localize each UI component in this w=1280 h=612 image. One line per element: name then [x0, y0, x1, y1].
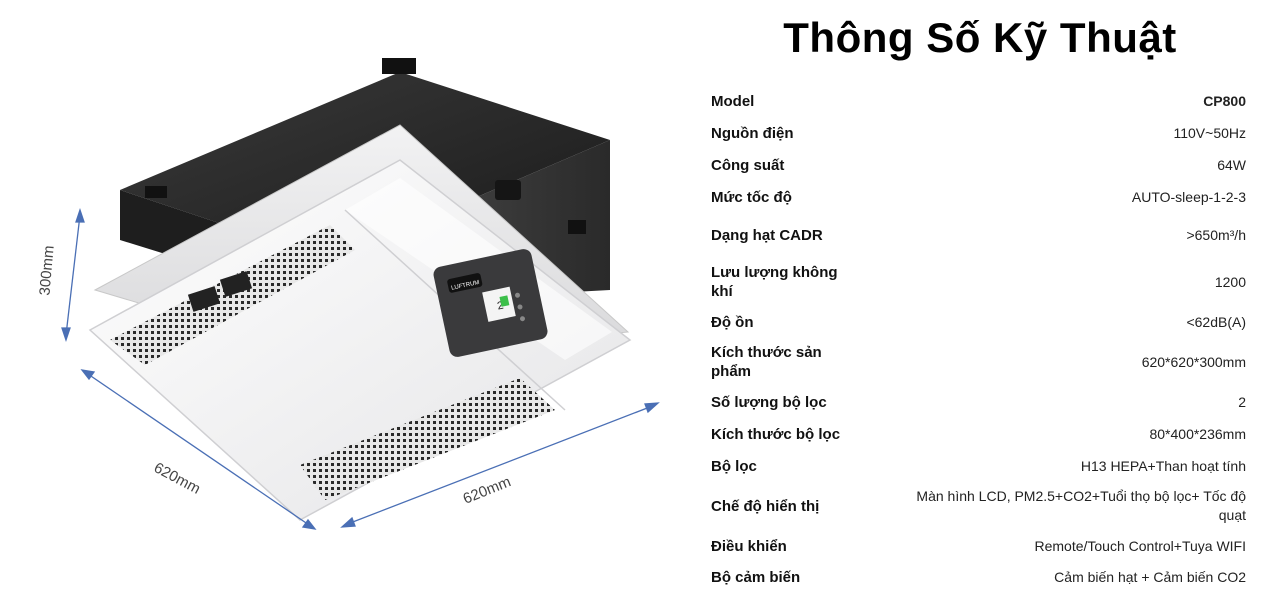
spec-value: Remote/Touch Control+Tuya WIFI — [1034, 537, 1246, 554]
spec-key: Dạng hạt CADR — [711, 226, 823, 244]
spec-panel: Thông Số Kỹ Thuật Model CP800 Nguồn điện… — [700, 0, 1260, 612]
spec-key: Model — [711, 92, 755, 110]
spec-key: Số lượng bộ lọc — [711, 393, 827, 411]
spec-row: Kích thước bộ lọc 80*400*236mm — [711, 417, 1246, 451]
spec-row: Bộ lọc H13 HEPA+Than hoạt tính — [711, 451, 1246, 481]
spec-key: Bộ lọc — [711, 457, 757, 475]
spec-key: Điều khiển — [711, 537, 787, 555]
spec-row: Bộ cảm biến Cảm biến hạt + Cảm biến CO2 — [711, 561, 1246, 593]
spec-key: Kích thước sản phẩm — [711, 344, 822, 380]
spec-value: 1200 — [1214, 273, 1246, 290]
dimension-lines — [61, 207, 660, 530]
spec-value: 620*620*300mm — [1141, 353, 1246, 370]
spec-key: Bộ cảm biến — [711, 568, 801, 586]
spec-key: Chế độ hiển thị — [711, 497, 820, 515]
port-right — [219, 271, 253, 297]
spec-value: AUTO-sleep-1-2-3 — [1131, 188, 1246, 205]
port-left — [187, 286, 221, 312]
spec-key: Kích thước bộ lọc — [711, 425, 841, 443]
spec-key: Công suất — [711, 156, 785, 174]
spec-key: Mức tốc độ — [711, 188, 792, 206]
air-purifier-image: LUFTRUM 2 — [61, 58, 660, 530]
spec-row: Model CP800 — [711, 85, 1246, 117]
display-logo: LUFTRUM — [451, 280, 480, 292]
spec-value: 80*400*236mm — [1149, 425, 1246, 442]
spec-value: 110V~50Hz — [1173, 124, 1246, 141]
display-digit: 2 — [496, 299, 504, 312]
spec-key: Độ ồn — [711, 313, 754, 331]
spec-row: Kích thước sản phẩm 620*620*300mm — [711, 337, 1246, 387]
spec-row: Lưu lượng không khí 1200 — [711, 257, 1246, 307]
spec-table: Model CP800 Nguồn điện 110V~50Hz Công su… — [711, 85, 1246, 593]
spec-row: Dạng hạt CADR >650m³/h — [711, 213, 1246, 257]
spec-row: Chế độ hiển thị Màn hình LCD, PM2.5+CO2+… — [711, 481, 1246, 531]
spec-row: Điều khiển Remote/Touch Control+Tuya WIF… — [711, 531, 1246, 561]
spec-value: 64W — [1217, 156, 1246, 173]
spec-value: Màn hình LCD, PM2.5+CO2+Tuổi thọ bộ lọc+… — [916, 488, 1246, 523]
spec-value: H13 HEPA+Than hoạt tính — [1080, 457, 1246, 474]
spec-row: Mức tốc độ AUTO-sleep-1-2-3 — [711, 181, 1246, 213]
product-illustration: LUFTRUM 2 300mm 620mm 620mm — [36, 58, 660, 530]
spec-title: Thông Số Kỹ Thuật — [783, 14, 1177, 61]
spec-key: Lưu lượng không khí — [711, 264, 838, 300]
spec-key: Nguồn điện — [711, 124, 794, 142]
spec-value: 2 — [1238, 393, 1246, 410]
spec-value: >650m³/h — [1186, 226, 1246, 243]
vent-grille-bottom — [300, 378, 555, 500]
spec-value: Cảm biến hạt + Cảm biến CO2 — [1054, 568, 1246, 585]
spec-value: CP800 — [1203, 92, 1246, 109]
spec-row: Số lượng bộ lọc 2 — [711, 387, 1246, 417]
spec-value: <62dB(A) — [1186, 313, 1246, 330]
spec-row: Công suất 64W — [711, 149, 1246, 181]
vent-grille-top — [110, 225, 355, 365]
spec-row: Nguồn điện 110V~50Hz — [711, 117, 1246, 149]
spec-row: Độ ồn <62dB(A) — [711, 307, 1246, 337]
control-display: LUFTRUM 2 — [433, 249, 548, 357]
